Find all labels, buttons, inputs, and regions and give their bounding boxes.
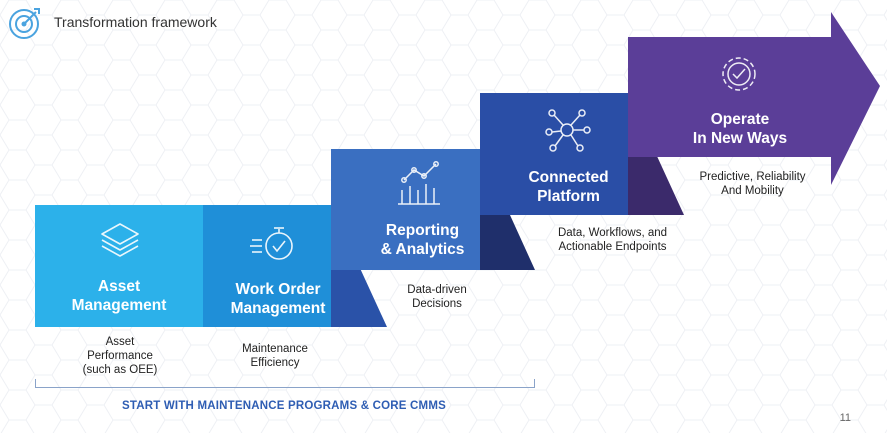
step-block-3 <box>331 149 480 270</box>
page-number: 11 <box>839 412 851 424</box>
gear-check-icon <box>722 57 756 91</box>
step-block-5 <box>628 12 880 185</box>
step-block-4 <box>480 93 628 215</box>
layers-icon <box>101 223 139 257</box>
line-chart-icon <box>398 161 440 205</box>
step-block-2 <box>203 205 331 327</box>
network-icon <box>545 109 591 152</box>
footer-label: START WITH MAINTENANCE PROGRAMS & CORE C… <box>122 400 446 412</box>
stopwatch-icon <box>250 227 293 260</box>
step-title-reporting-analytics: Reporting& Analytics <box>380 222 465 258</box>
target-icon <box>9 8 40 39</box>
footer-bracket <box>35 379 535 388</box>
page-title: Transformation framework <box>54 14 217 30</box>
